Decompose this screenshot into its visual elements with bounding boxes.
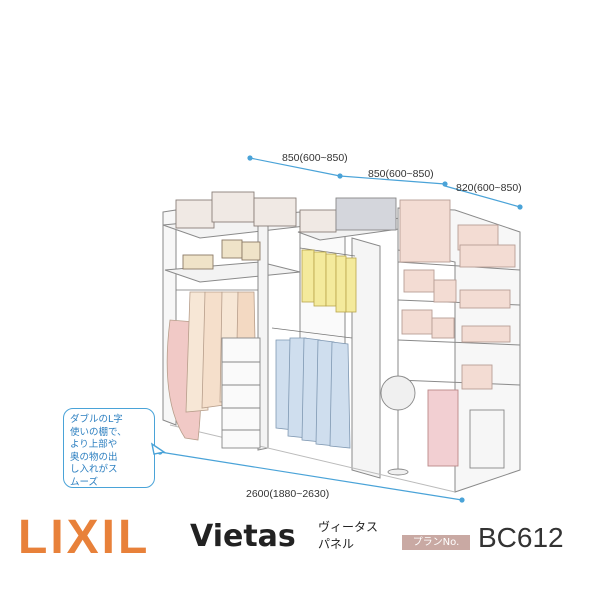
dimension-line-left [249, 157, 341, 177]
callout-line: 使いの棚で、 [70, 426, 127, 438]
dimension-label-middle: 850(600~850) [368, 168, 434, 180]
callout-line: ムーズ [70, 476, 99, 488]
callout-line: 奥の物の出 [70, 451, 118, 463]
dimension-label-total: 2600(1880~2630) [246, 488, 330, 500]
dimension-line-right [444, 185, 521, 208]
callout-line: し入れがス [70, 464, 118, 475]
callout-pointer [150, 442, 166, 455]
product-type-line1: ヴィータス [318, 520, 379, 534]
dimension-label-left: 850(600~850) [282, 152, 348, 164]
lixil-logo: LIXIL [18, 511, 151, 564]
dimension-label-right: 820(600~850) [456, 182, 522, 194]
product-type-line2: パネル [318, 537, 355, 551]
callout-line: より上部や [70, 439, 118, 450]
dimension-line-middle [339, 175, 446, 185]
product-line-name: Vietas [190, 519, 296, 554]
feature-callout: ダブルのL字 使いの棚で、 より上部や 奥の物の出 し入れがス ムーズ [63, 408, 155, 488]
plan-code: BC612 [478, 522, 564, 553]
dimension-line-total [159, 451, 463, 501]
plan-number-badge: プランNo. [402, 535, 470, 550]
callout-line: ダブルのL字 [70, 414, 123, 425]
